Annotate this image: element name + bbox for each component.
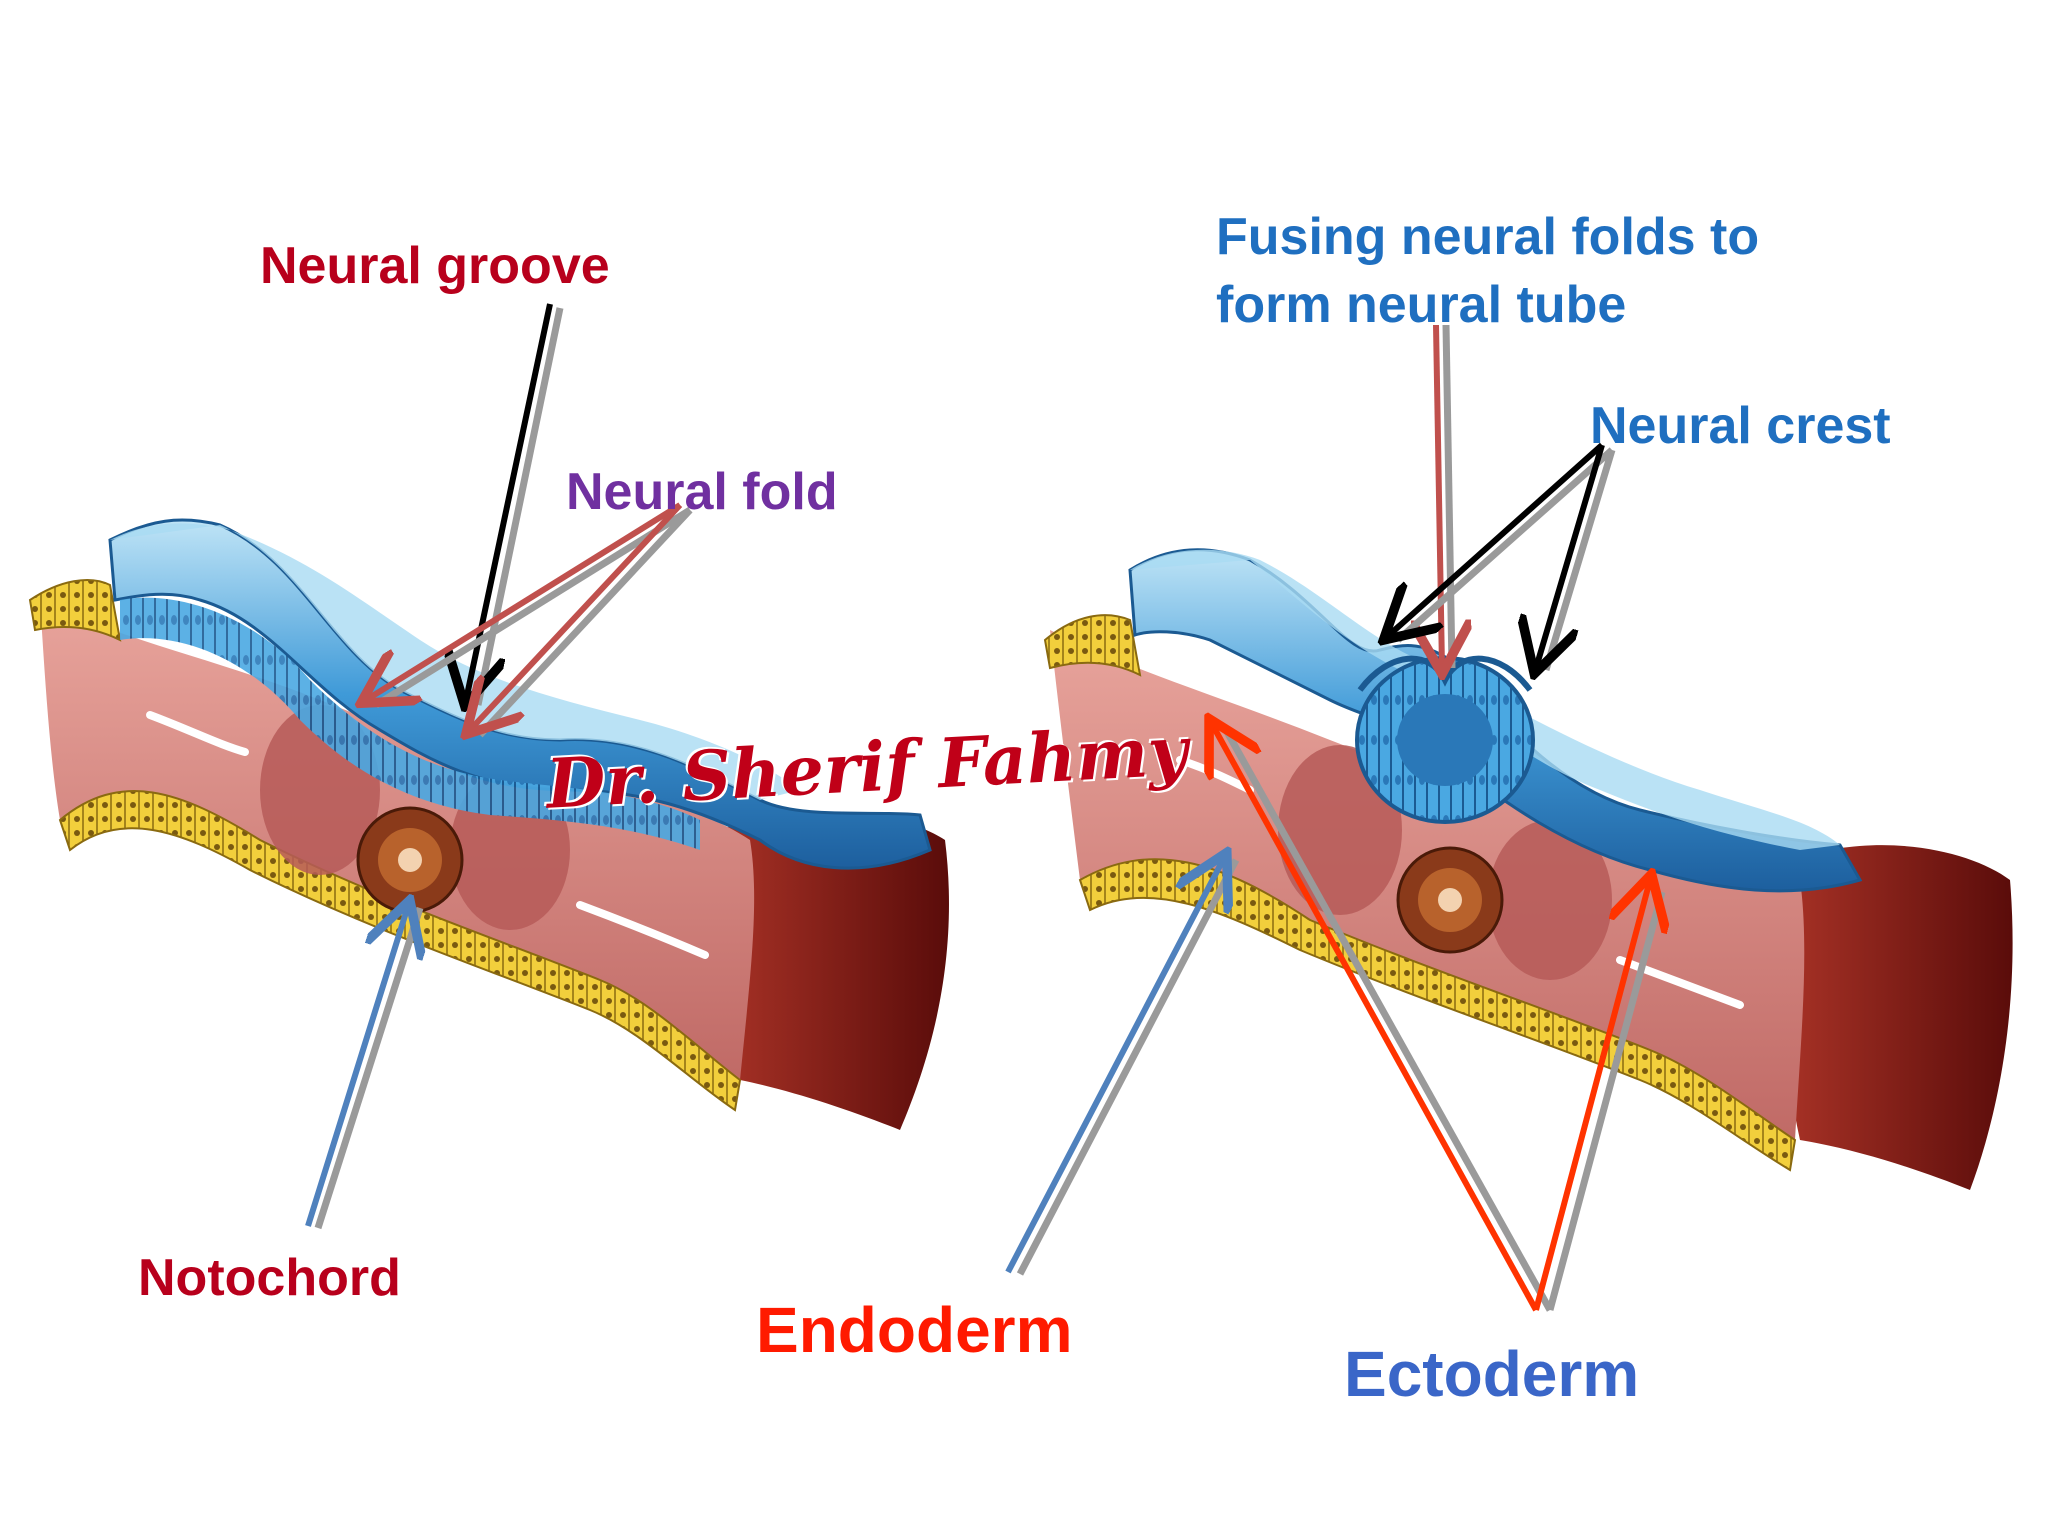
label-fusing-line-1: Fusing neural folds to [1216, 208, 1760, 266]
arrow-ectoderm [1212, 724, 1662, 1312]
arrow-neural-crest [1388, 442, 1616, 670]
arrow-neural-fold [366, 502, 693, 735]
arrow-fusing-folds [1436, 324, 1452, 668]
label-neural-fold: Neural fold [566, 463, 838, 521]
arrow-neural-groove [466, 303, 564, 705]
arrow-endoderm [1005, 858, 1240, 1276]
label-neural-groove: Neural groove [260, 237, 610, 295]
label-fusing-neural-folds: Fusing neural folds to form neural tube [1216, 204, 1759, 339]
label-endoderm: Endoderm [756, 1294, 1073, 1366]
label-neural-crest: Neural crest [1590, 397, 1891, 455]
notochord-structure [356, 806, 464, 914]
right-embryo-section [1043, 548, 2013, 1190]
label-fusing-line-2: form neural tube [1216, 275, 1627, 334]
neural-tube-structure [1355, 655, 1535, 824]
label-ectoderm: Ectoderm [1344, 1338, 1640, 1410]
notochord-structure-right [1396, 846, 1504, 954]
label-notochord: Notochord [138, 1249, 401, 1307]
left-embryo-section [28, 518, 949, 1130]
arrow-notochord [305, 906, 420, 1230]
